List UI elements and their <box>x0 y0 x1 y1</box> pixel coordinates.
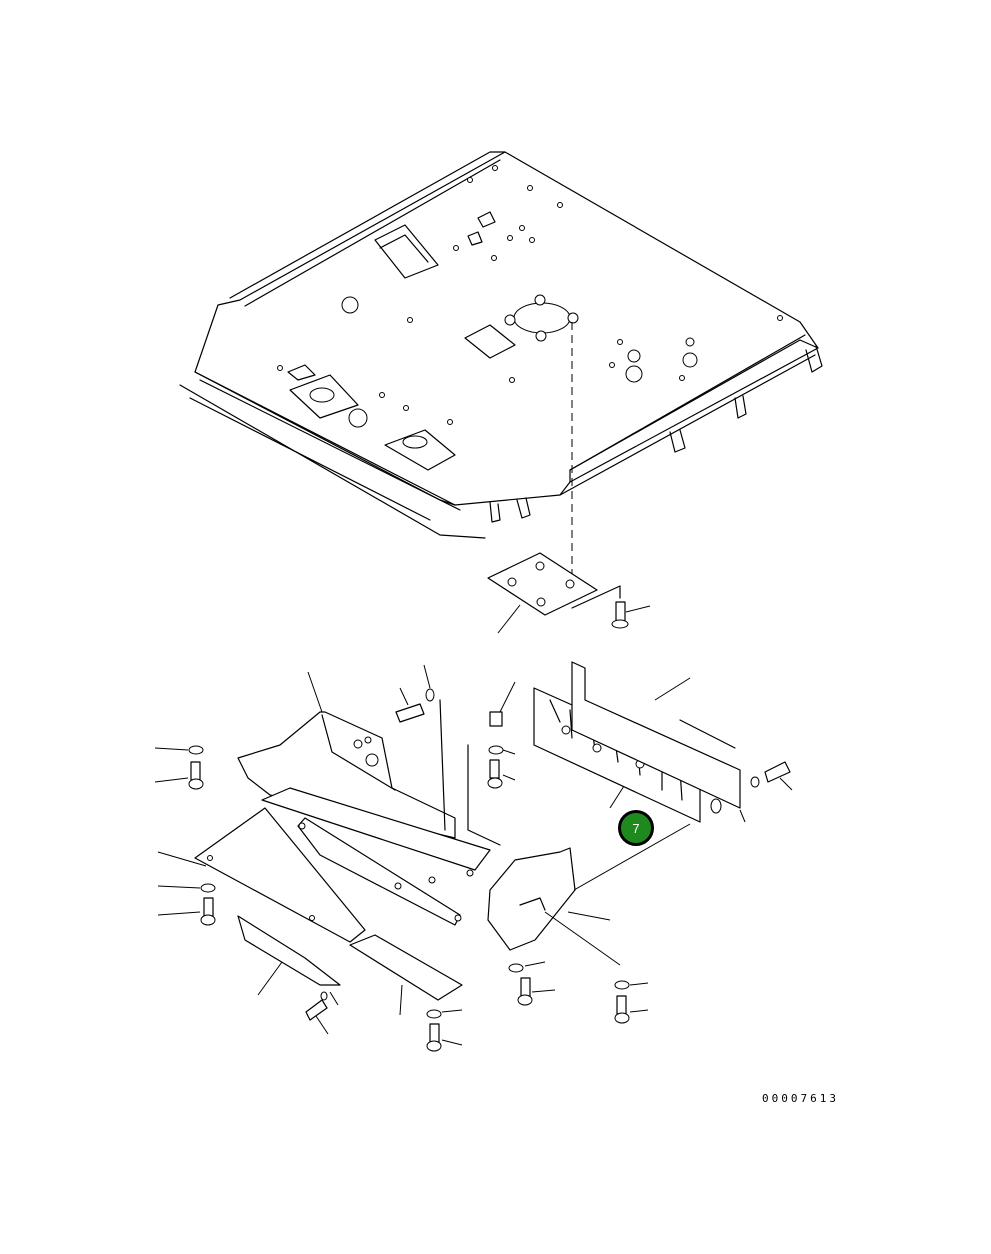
callout-badge-7[interactable]: 7 <box>618 810 654 846</box>
floor-plate-left <box>157 807 366 943</box>
gasket-frame <box>571 661 741 809</box>
floor-frame <box>179 151 823 539</box>
fasteners <box>154 664 793 1052</box>
center-rail <box>261 787 491 926</box>
mounting-plate <box>487 552 651 634</box>
floor-plate-center <box>349 934 463 1016</box>
left-bracket <box>237 671 456 839</box>
right-bracket <box>487 847 611 951</box>
drawing-number: 00007613 <box>762 1092 839 1105</box>
angle-plate <box>237 915 341 996</box>
